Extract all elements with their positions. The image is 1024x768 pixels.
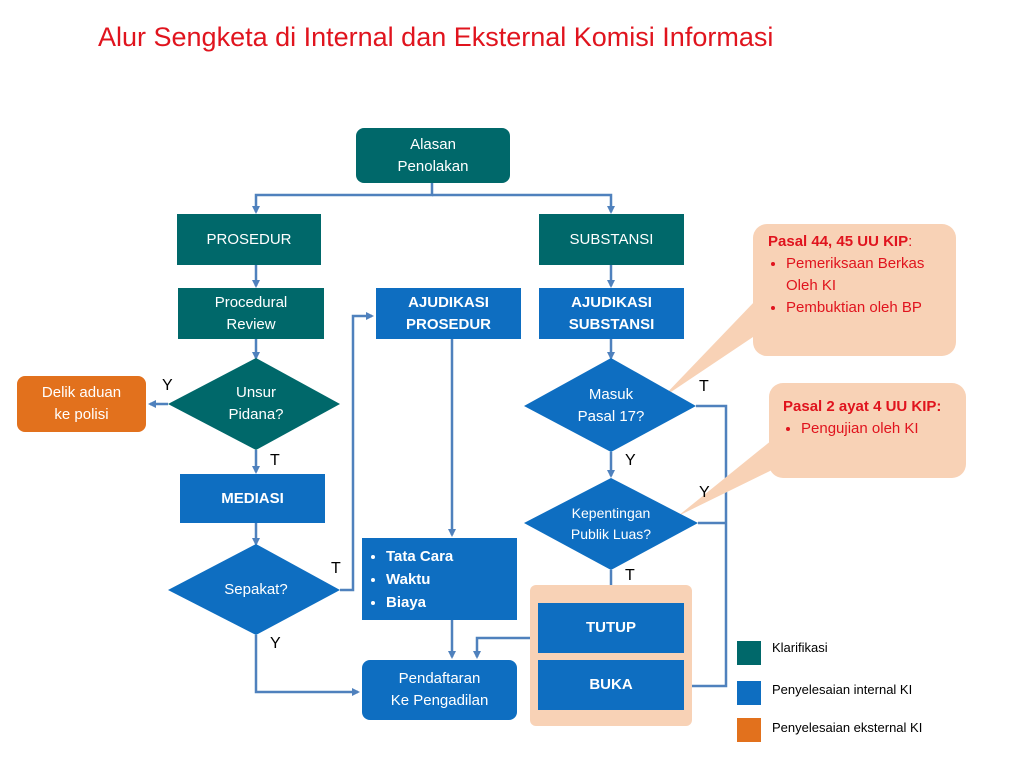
connector-masuk-buka	[684, 404, 728, 690]
callout-1-title: Pasal 44, 45 UU KIP	[768, 233, 909, 250]
sepakat-diamond	[168, 544, 340, 635]
legend-label-eksternal: Penyelesaian eksternal KI	[772, 720, 923, 735]
bullet-item: Biaya	[386, 591, 453, 614]
substansi-node: SUBSTANSI	[539, 214, 684, 265]
page-title: Alur Sengketa di Internal dan Eksternal …	[98, 22, 774, 52]
masuk-pasal-label: Masuk Pasal 17?	[577, 386, 645, 425]
callout-1-colon: :	[908, 233, 913, 250]
edge-label-kepentingan-t: T	[625, 567, 635, 584]
delik-aduan-node: Delik aduan ke polisi	[17, 376, 146, 432]
masuk-pasal-diamond	[524, 358, 696, 452]
unsur-pidana-label: Unsur Pidana?	[228, 384, 284, 423]
ajudikasi-substansi-node: AJUDIKASI SUBSTANSI	[539, 288, 684, 339]
callout-pasal-2-bg	[769, 383, 966, 478]
callout-2-title: Pasal 2 ayat 4 UU KIP:	[783, 398, 942, 415]
edge-label-kepentingan-y: Y	[699, 484, 710, 501]
legend-swatch-eksternal	[737, 718, 761, 742]
tutup-node: TUTUP	[538, 603, 684, 653]
edge-label-masuk-t: T	[699, 378, 709, 395]
unsur-pidana-diamond	[168, 358, 340, 450]
connector-sepakat-ajudikasi	[340, 312, 374, 592]
connector-alasan-split	[252, 183, 434, 214]
callout-pasal-44-bg	[753, 224, 956, 356]
legend-label-internal: Penyelesaian internal KI	[772, 682, 913, 697]
mediasi-node: MEDIASI	[180, 474, 325, 523]
callout-pasal-2: Pasal 2 ayat 4 UU KIP: Pengujian oleh KI	[783, 396, 958, 440]
callout-pointer-2	[678, 440, 772, 516]
pendaftaran-node: Pendaftaran Ke Pengadilan	[362, 660, 517, 720]
kepentingan-diamond	[524, 478, 698, 570]
edge-label-masuk-y: Y	[625, 452, 636, 469]
bullet-item: Waktu	[386, 568, 453, 591]
edge-label-sepakat-t: T	[331, 560, 341, 577]
edge-label-sepakat-y: Y	[270, 635, 281, 652]
ajudikasi-prosedur-node: AJUDIKASI PROSEDUR	[376, 288, 521, 339]
kepentingan-label: Kepentingan Publik Luas?	[570, 505, 652, 542]
connector-tutup-pendaftaran	[473, 636, 538, 659]
connector-alasan-substansi	[432, 193, 615, 214]
callout-pasal-44: Pasal 44, 45 UU KIP: Pemeriksaan Berkas …	[768, 231, 950, 319]
callout-1-item: Pembuktian oleh BP	[786, 297, 950, 319]
connector-sepakat-pendaftaran	[254, 635, 360, 696]
sepakat-label: Sepakat?	[224, 581, 288, 598]
alasan-penolakan-node: Alasan Penolakan	[356, 128, 510, 183]
bullets-node	[362, 538, 517, 620]
callout-1-item: Pemeriksaan Berkas Oleh KI	[786, 253, 950, 297]
legend-swatch-internal	[737, 681, 761, 705]
edge-label-unsur-t: T	[270, 452, 280, 469]
procedural-review-node: Procedural Review	[178, 288, 324, 339]
callout-pointer-1	[662, 300, 756, 398]
callout-2-item: Pengujian oleh KI	[801, 418, 958, 440]
legend-swatch-klarifikasi	[737, 641, 761, 665]
bullet-item: Tata Cara	[386, 545, 453, 568]
legend-label-klarifikasi: Klarifikasi	[772, 640, 828, 655]
buka-node: BUKA	[538, 660, 684, 710]
bullets-list: Tata Cara Waktu Biaya	[364, 545, 453, 614]
edge-label-unsur-y: Y	[162, 377, 173, 394]
prosedur-node: PROSEDUR	[177, 214, 321, 265]
